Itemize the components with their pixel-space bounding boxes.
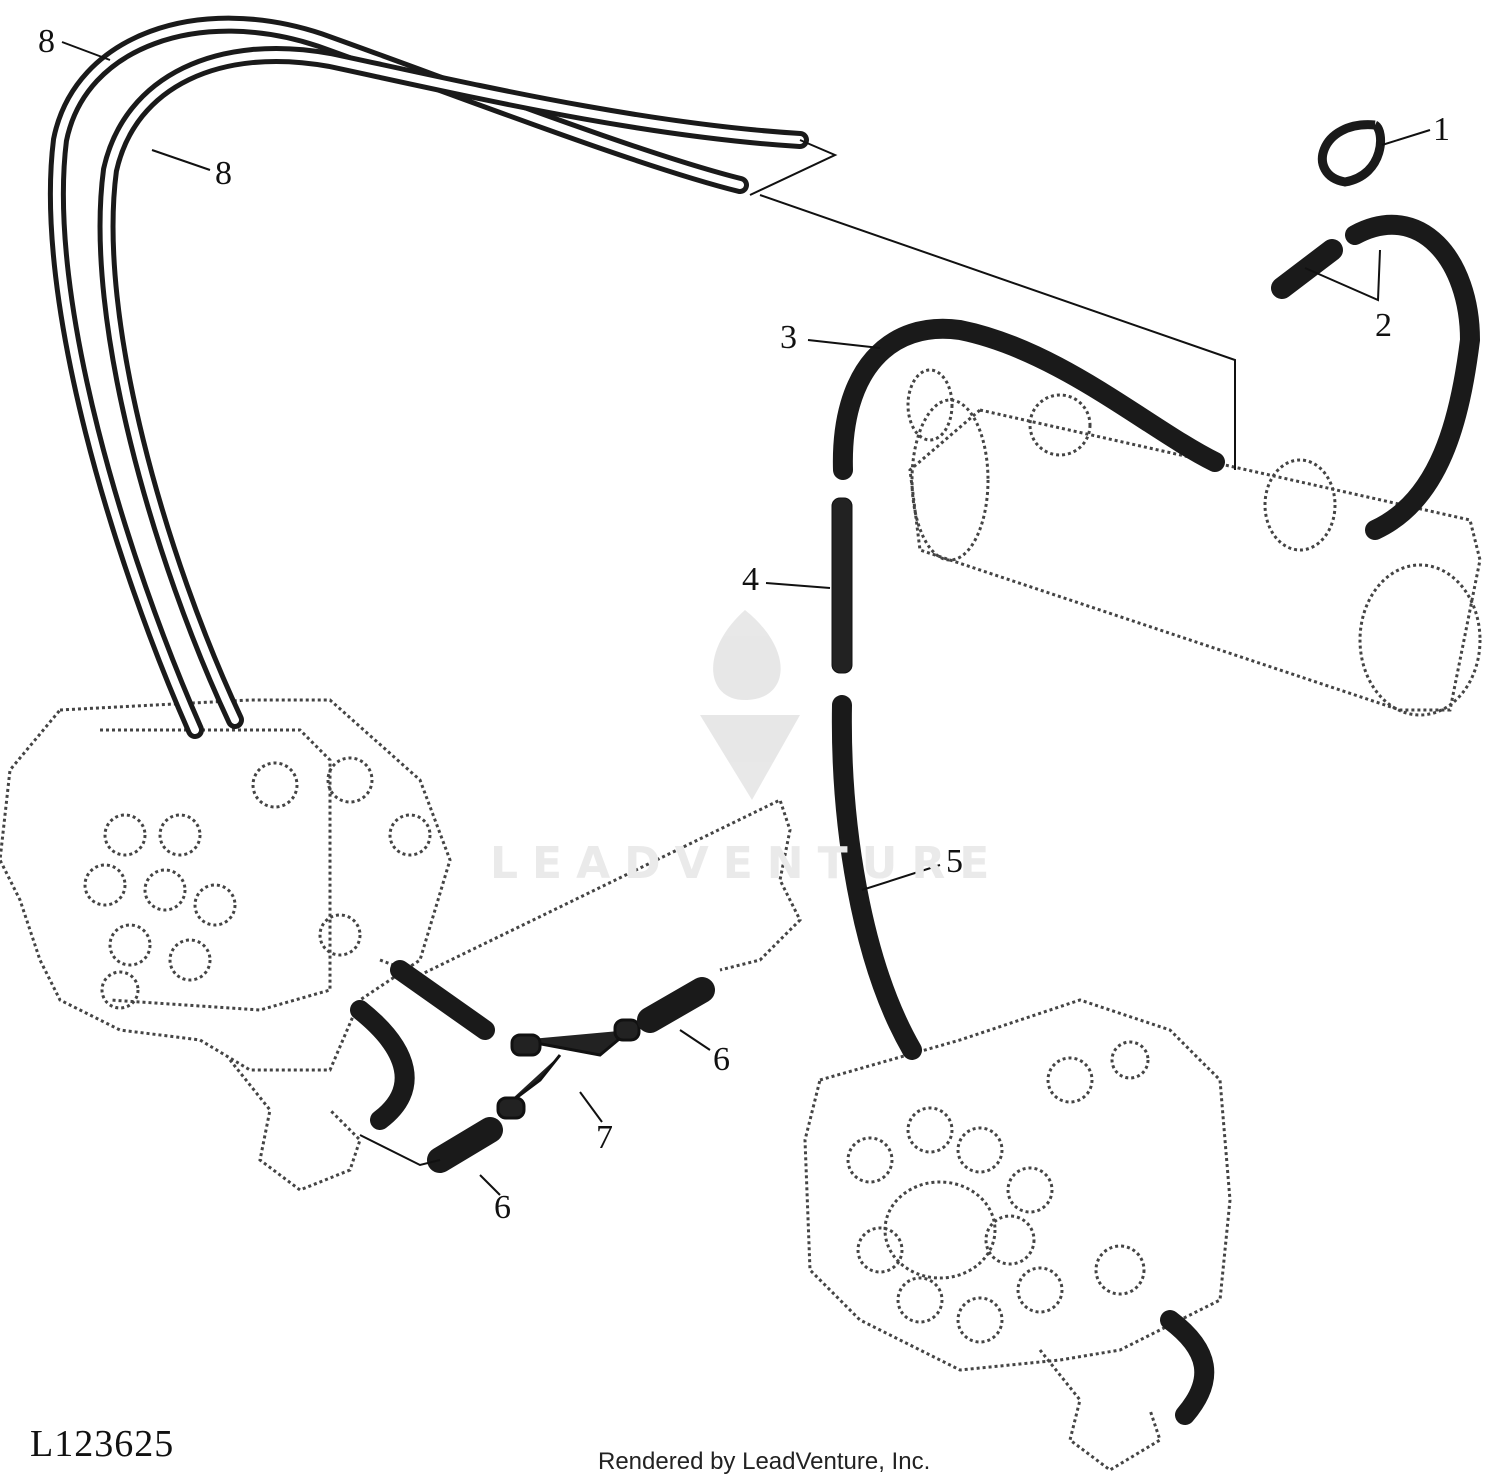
callout-1: 1	[1433, 111, 1450, 148]
hose-5	[831, 695, 922, 1060]
hose-bracket	[379, 797, 802, 977]
clamp-1	[1317, 120, 1385, 187]
tee-fitting-7	[496, 1018, 641, 1120]
hose-3	[832, 318, 1225, 480]
callout-2: 2	[1375, 307, 1392, 344]
steering-cylinder	[906, 368, 1482, 717]
watermark-text: LEADVENTURE	[490, 838, 1004, 889]
callout-7: 7	[596, 1119, 613, 1156]
hydraulic-pump-left	[0, 698, 452, 1192]
figure-id: L123625	[30, 1423, 175, 1465]
hydraulic-pump-right	[803, 998, 1232, 1472]
callout-labels: 1 2 3 4 5 6 6 7 8 8	[38, 23, 1450, 1226]
hose-6	[350, 960, 1215, 1425]
callout-5: 5	[946, 843, 963, 880]
callout-8a: 8	[38, 23, 55, 60]
render-credit: Rendered by LeadVenture, Inc.	[598, 1448, 931, 1475]
callout-8b: 8	[215, 155, 232, 192]
hoses-long	[47, 15, 809, 739]
callout-4: 4	[742, 561, 759, 598]
callout-3: 3	[780, 319, 797, 356]
leader-lines	[61, 41, 1431, 1196]
callout-6b: 6	[494, 1189, 511, 1226]
connector-4	[831, 497, 853, 674]
callout-6a: 6	[713, 1041, 730, 1078]
watermark-logo-icon	[700, 610, 800, 800]
